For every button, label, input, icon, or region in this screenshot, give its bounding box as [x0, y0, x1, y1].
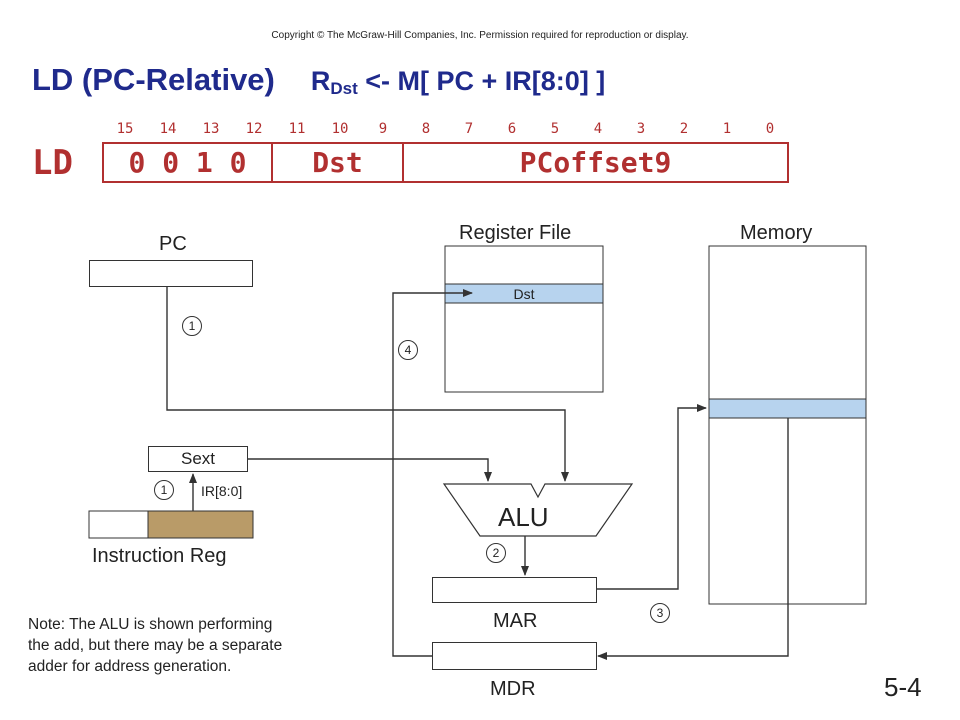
bit-number-12: 12: [245, 121, 263, 137]
mar-register: [432, 577, 597, 603]
memory-label: Memory: [740, 222, 813, 244]
pc-label: PC: [159, 233, 187, 255]
note-text: Note: The ALU is shown performing the ad…: [28, 614, 282, 677]
wire-sext-to-alu: [248, 458, 492, 482]
step-marker-1-pc: 1: [182, 316, 202, 336]
note-line-3: adder for address generation.: [28, 658, 232, 675]
ir-bits-label: IR[8:0]: [201, 483, 243, 499]
ir-upper-bits: [88, 510, 149, 539]
bit-number-14: 14: [159, 121, 177, 137]
bit-number-9: 9: [378, 121, 388, 137]
opcode-field: 0 0 1 0: [102, 142, 273, 183]
wire-memory-to-mdr: [597, 418, 789, 660]
mdr-label: MDR: [490, 678, 536, 700]
title-main: LD (PC-Relative): [32, 62, 275, 97]
ir-offset-bits: [147, 510, 254, 539]
slide-number: 5-4: [884, 672, 922, 702]
wire-mar-to-memory: [597, 404, 707, 590]
bit-number-13: 13: [202, 121, 220, 137]
alu-shape: [442, 483, 634, 537]
formula-register: R: [310, 66, 331, 96]
formula-subscript: Dst: [330, 79, 358, 98]
wire-pc-to-alu: [166, 287, 569, 482]
bit-number-11: 11: [288, 121, 306, 137]
copyright-notice: Copyright © The McGraw-Hill Companies, I…: [271, 30, 689, 41]
register-file-box: [444, 245, 604, 393]
bit-number-3: 3: [636, 121, 646, 137]
instruction-mnemonic: LD: [32, 143, 73, 183]
mar-label: MAR: [493, 610, 538, 632]
bit-number-2: 2: [679, 121, 689, 137]
pcoffset9-field: PCoffset9: [402, 142, 789, 183]
mdr-register: [432, 642, 597, 670]
bit-number-8: 8: [421, 121, 431, 137]
alu-label: ALU: [498, 502, 549, 532]
wire-mdr-to-register: [392, 289, 473, 657]
dst-field: Dst: [271, 142, 404, 183]
bit-number-6: 6: [507, 121, 517, 137]
instruction-reg-label: Instruction Reg: [92, 545, 227, 567]
bit-number-1: 1: [722, 121, 732, 137]
bit-number-7: 7: [464, 121, 474, 137]
step-marker-1-ir: 1: [154, 480, 174, 500]
slide-title: LD (PC-Relative) RDst <- M[ PC + IR[8:0] …: [32, 62, 605, 98]
pc-register: [89, 260, 253, 287]
formula-expression: <- M[ PC + IR[8:0] ]: [357, 66, 606, 96]
bit-number-4: 4: [593, 121, 603, 137]
sext-unit: Sext: [148, 446, 248, 472]
step-marker-3: 3: [650, 603, 670, 623]
dst-register-label: Dst: [513, 285, 535, 302]
note-line-2: the add, but there may be a separate: [28, 637, 283, 654]
step-marker-2: 2: [486, 543, 506, 563]
bit-number-5: 5: [550, 121, 560, 137]
note-line-1: Note: The ALU is shown performing: [28, 616, 273, 633]
register-file-label: Register File: [459, 222, 572, 244]
step-marker-4: 4: [398, 340, 418, 360]
memory-target-slot: [708, 398, 867, 419]
bit-number-15: 15: [116, 121, 134, 137]
bit-number-0: 0: [765, 121, 775, 137]
bit-number-10: 10: [331, 121, 349, 137]
title-formula: RDst <- M[ PC + IR[8:0] ]: [310, 66, 606, 98]
